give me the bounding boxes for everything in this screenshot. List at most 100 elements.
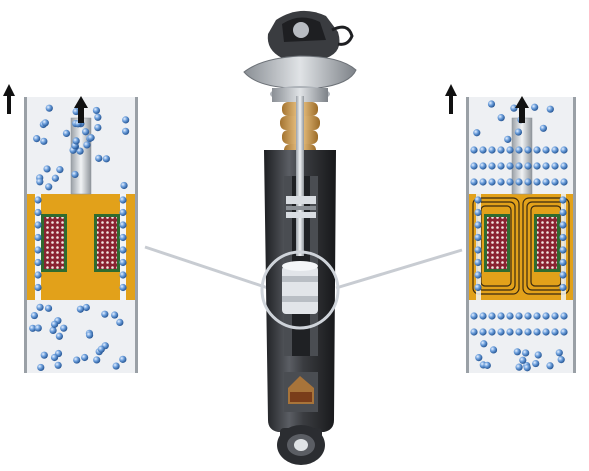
damper-assembly <box>243 10 357 465</box>
fluid-particle <box>474 271 482 279</box>
fluid-particle <box>559 196 567 204</box>
fluid-particle <box>93 356 101 364</box>
fluid-particle <box>514 128 523 136</box>
fluid-particle <box>551 328 559 336</box>
fluid-particle <box>559 208 567 217</box>
fluid-particle <box>76 305 85 313</box>
leader-lines <box>144 245 463 290</box>
fluid-particle <box>119 196 127 204</box>
fluid-particle <box>531 103 539 111</box>
fluid-particle <box>49 326 57 335</box>
fluid-particle <box>474 196 482 204</box>
fluid-particle <box>488 312 496 320</box>
fluid-particle <box>111 311 119 319</box>
fluid-particle <box>36 303 44 311</box>
right-panel-field-on <box>445 84 576 373</box>
fluid-particle <box>497 146 505 154</box>
fluid-particle <box>34 258 42 267</box>
fluid-particle <box>474 221 482 229</box>
fluid-particle <box>82 303 90 312</box>
fluid-particle <box>34 208 42 217</box>
fluid-particle <box>522 349 530 357</box>
fluid-particle <box>87 134 95 142</box>
fluid-particle <box>94 113 102 121</box>
fluid-particle <box>488 178 496 186</box>
fluid-particle <box>506 178 514 186</box>
floating-piston <box>284 372 318 412</box>
fluid-particle <box>474 283 482 292</box>
fluid-particle <box>551 178 559 186</box>
fluid-particle <box>546 362 554 370</box>
fluid-particle <box>470 328 478 336</box>
fluid-particle <box>102 155 110 163</box>
fluid-particle <box>34 233 42 242</box>
fluid-particle <box>62 129 71 138</box>
fluid-particle <box>50 353 59 362</box>
fluid-particle <box>120 181 128 190</box>
fluid-particle <box>560 162 568 170</box>
fluid-particle <box>29 324 37 332</box>
fluid-particle <box>513 348 521 356</box>
fluid-particle <box>524 146 532 154</box>
fluid-particle <box>56 166 64 174</box>
fluid-particle <box>45 183 53 191</box>
fluid-particle <box>470 312 478 320</box>
fluid-particle <box>34 246 42 254</box>
fluid-particle <box>81 353 89 362</box>
fluid-particle <box>515 328 523 336</box>
fluid-particle <box>92 106 101 115</box>
fluid-particle <box>524 162 532 170</box>
fluid-particle <box>506 328 514 336</box>
fluid-particle <box>524 312 532 320</box>
fluid-particle <box>524 178 532 186</box>
fluid-particle <box>532 359 540 368</box>
fluid-particle <box>122 116 130 124</box>
fluid-particle <box>474 233 482 242</box>
fluid-particle <box>475 354 483 362</box>
fluid-particle <box>119 246 127 254</box>
fluid-particle <box>551 312 559 320</box>
fluid-particle <box>559 283 567 292</box>
fluid-particle <box>497 178 505 186</box>
upper-piston <box>286 196 316 218</box>
fluid-particle <box>533 146 541 154</box>
fluid-particle <box>557 356 565 364</box>
fluid-particle <box>559 221 567 229</box>
fluid-particle <box>44 304 53 312</box>
fluid-particle <box>33 135 41 143</box>
fluid-particle <box>473 129 481 137</box>
fluid-particle <box>523 364 531 372</box>
fluid-particle <box>559 258 567 267</box>
fluid-particle <box>533 162 541 170</box>
fluid-particle <box>51 174 59 182</box>
fluid-particle <box>488 162 496 170</box>
fluid-particle <box>76 147 84 155</box>
fluid-particle <box>542 178 550 186</box>
fluid-particle <box>519 356 527 364</box>
fluid-particle <box>533 178 541 186</box>
leader-line-left <box>144 245 269 290</box>
fluid-particle <box>119 283 127 292</box>
fluid-particle <box>559 246 567 254</box>
fluid-particle <box>510 104 518 112</box>
fluid-particle <box>560 328 568 336</box>
left-outer-arrow-icon <box>3 84 15 114</box>
fluid-particle <box>40 351 48 359</box>
fluid-particle <box>542 162 550 170</box>
fluid-particle <box>524 328 532 336</box>
fluid-particle <box>71 170 79 179</box>
fluid-particle <box>37 363 45 372</box>
fluid-particle <box>479 178 487 186</box>
fluid-particle <box>470 178 478 186</box>
fluid-particle <box>560 146 568 154</box>
fluid-particle <box>515 178 523 186</box>
fluid-particle <box>30 311 38 320</box>
fluid-particle <box>60 324 68 332</box>
fluid-particle <box>72 137 80 145</box>
fluid-particle <box>97 345 105 353</box>
fluid-particle <box>504 135 512 143</box>
fluid-particle <box>85 331 94 339</box>
fluid-particle <box>119 271 127 279</box>
fluid-particle <box>72 107 80 116</box>
